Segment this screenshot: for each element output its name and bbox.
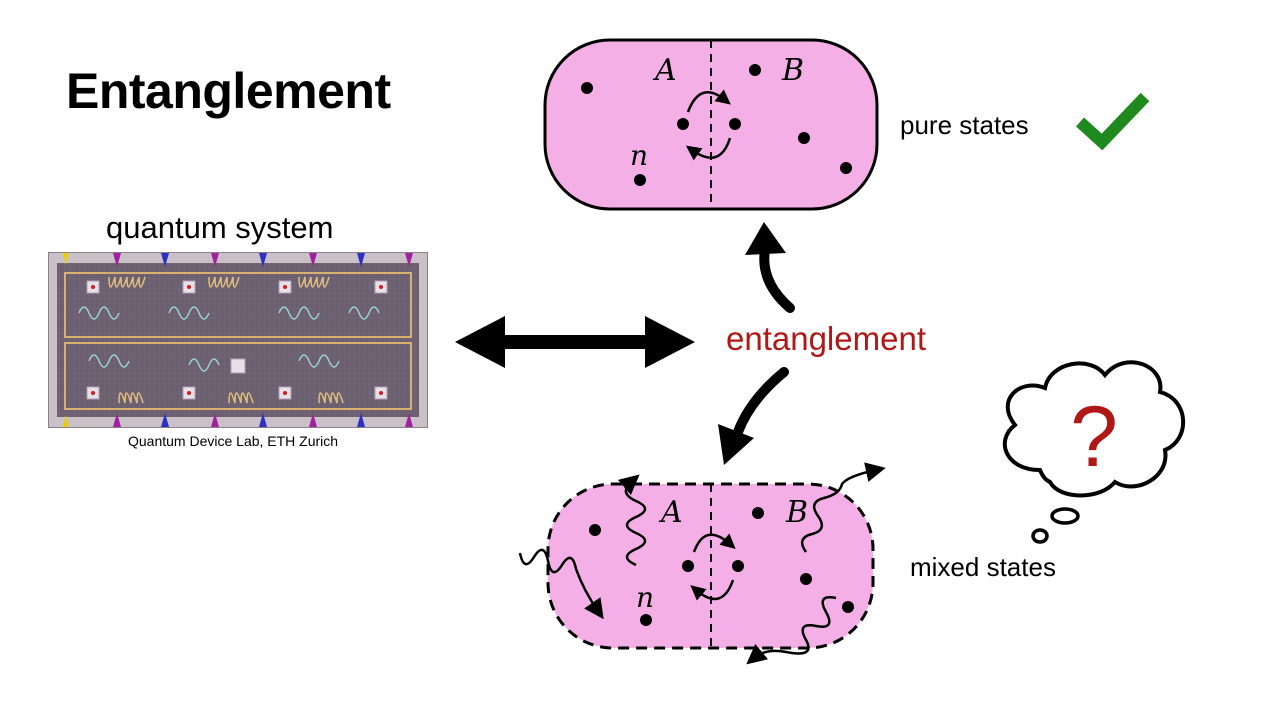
mixed-label-a: A <box>658 495 683 530</box>
arrow-to-pure-states <box>745 222 795 313</box>
arrow-to-mixed-states <box>718 367 789 465</box>
question-mark: ? <box>1070 389 1118 485</box>
mixed-label-b: B <box>785 495 808 530</box>
image-credit: Quantum Device Lab, ETH Zurich <box>128 433 339 449</box>
checkmark-icon <box>1075 92 1150 151</box>
page-title: Entanglement <box>66 63 391 119</box>
mixed-state-box <box>518 462 886 665</box>
mixed-states-label: mixed states <box>910 552 1056 582</box>
chip-illustration <box>49 253 427 427</box>
mixed-label-n: n <box>636 581 654 614</box>
pure-states-label: pure states <box>900 110 1029 140</box>
pure-state-box <box>543 38 879 211</box>
pure-label-a: A <box>652 53 677 88</box>
entanglement-label: entanglement <box>726 320 926 357</box>
pure-label-n: n <box>630 139 648 172</box>
double-arrow <box>455 316 695 368</box>
pure-label-b: B <box>781 53 804 88</box>
quantum-chip-image <box>48 252 428 428</box>
quantum-system-label: quantum system <box>106 210 334 245</box>
thought-cloud-icon <box>1002 360 1186 544</box>
